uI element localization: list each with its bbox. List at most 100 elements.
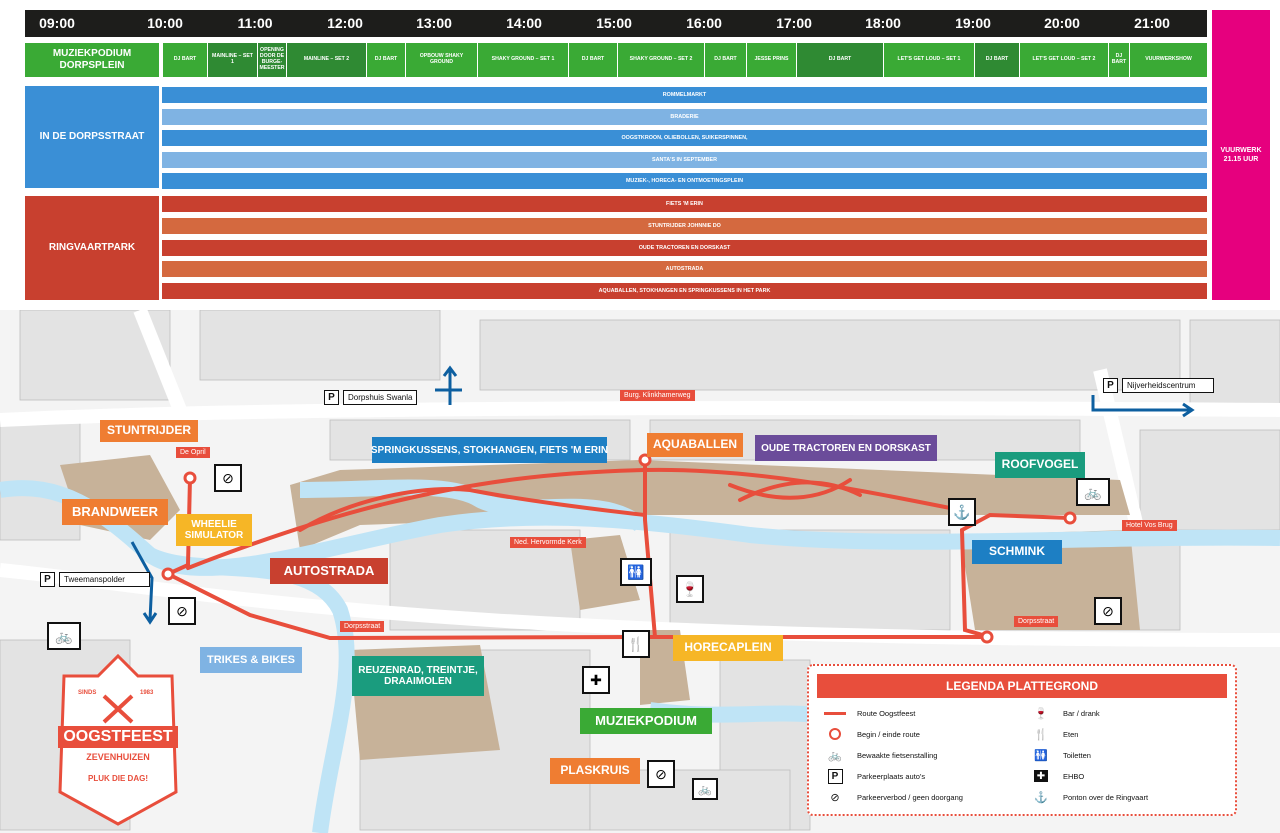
label-oude-tractoren[interactable]: OUDE TRACTOREN EN DORSKAST: [755, 435, 937, 461]
oogstfeest-logo: SINDS 1983 OOGSTFEEST ZEVENHUIZEN PLUK D…: [52, 652, 184, 828]
parking-swanla[interactable]: P Dorpshuis Swanla: [324, 390, 418, 405]
stage-slot: SHAKY GROUND – SET 1: [478, 43, 568, 77]
label-text: AUTOSTRADA: [283, 562, 375, 578]
stage-slot: JESSE PRINS: [747, 43, 796, 77]
no-parking-icon: ⊘: [830, 791, 840, 804]
label-wheelie-simulator[interactable]: WHEELIE SIMULATOR: [176, 514, 252, 546]
stage-slot: DJ BART: [975, 43, 1019, 77]
stage-slot: VUURWERKSHOW: [1130, 43, 1207, 77]
legend-title: LEGENDA PLATTEGROND: [817, 674, 1227, 698]
label-trikes-bikes[interactable]: TRIKES & BIKES: [200, 647, 302, 673]
parking-icon: P: [40, 572, 55, 587]
time-label: 11:00: [237, 15, 273, 31]
label-text: MUZIEKPODIUM: [595, 712, 697, 728]
no-parking-icon: ⊘: [168, 597, 196, 625]
legend-item-label: Bewaakte fietsenstalling: [857, 750, 938, 760]
legend-item-label: Parkeerverbod / geen doorgang: [857, 792, 963, 802]
bicycle-icon: 🚲: [828, 749, 842, 762]
parking-tweemanspolder[interactable]: P Tweemanspolder: [40, 572, 150, 587]
logo-slogan: PLUK DIE DAG!: [88, 774, 148, 783]
ringvaartpark-activity-bar: AUTOSTRADA: [162, 261, 1207, 278]
first-aid-icon: ✚: [582, 666, 610, 694]
stage-slot: DJ BART: [797, 43, 883, 77]
label-horecaplein[interactable]: HORECAPLEIN: [673, 635, 783, 661]
ringvaartpark-activity-bar: STUNTRIJDER JOHNNIE DO: [162, 217, 1207, 234]
label-brandweer[interactable]: BRANDWEER: [62, 499, 168, 525]
label-springkussens[interactable]: SPRINGKUSSENS, STOKHANGEN, FIETS 'M ERIN: [370, 437, 609, 463]
parking-label: Dorpshuis Swanla: [343, 390, 418, 405]
logo-year: 1983: [140, 690, 154, 696]
label-text: TRIKES & BIKES: [206, 653, 295, 666]
label-text: OUDE TRACTOREN EN DORSKAST: [761, 442, 931, 454]
legend-item-label: Eten: [1063, 729, 1079, 739]
fireworks-notice: VUURWERK 21.15 UUR: [1212, 10, 1270, 300]
label-muziekpodium[interactable]: MUZIEKPODIUM: [580, 708, 712, 734]
ponton-icon: ⚓: [1034, 791, 1048, 804]
dorpsstraat-activity-bar: OOGSTKROON, OLIEBOLLEN, SUIKERSPINNEN,: [162, 130, 1207, 146]
dorpsstraat-activity-bar: ROMMELMARKT: [162, 87, 1207, 103]
label-text: SPRINGKUSSENS, STOKHANGEN, FIETS 'M ERIN: [370, 444, 609, 456]
legend-item-label: Ponton over de Ringvaart: [1063, 792, 1149, 802]
dorpsstraat-activity-bar: SANTA'S IN SEPTEMBER: [162, 151, 1207, 168]
legend-item-bar: 🍷 Bar / drank: [1029, 706, 1100, 720]
legend-item-label: Route Oogstfeest: [857, 708, 916, 718]
time-label: 14:00: [506, 15, 542, 31]
tag-de-opril: De Opril: [176, 447, 210, 458]
label-text: HORECAPLEIN: [684, 640, 772, 655]
label-text: SCHMINK: [989, 544, 1045, 559]
logo-name: OOGSTFEEST: [58, 726, 178, 748]
tag-dorpsstraat-west: Dorpsstraat: [340, 621, 385, 632]
stage-slot: OPBOUW SHAKY GROUND: [406, 43, 477, 77]
tag-klinkhamerweg: Burg. Klinkhamerweg: [620, 390, 695, 401]
time-label: 09:00: [39, 15, 75, 31]
stage-slot: OPENING DOOR DE BURGE-MEESTER: [258, 43, 286, 77]
bar-drink-icon: 🍷: [1034, 707, 1048, 720]
direction-arrows: [130, 365, 1195, 625]
legend-item-label: Bar / drank: [1063, 708, 1100, 718]
bicycle-icon: 🚲: [47, 622, 81, 650]
toilet-icon: 🚻: [620, 558, 652, 586]
bar-drink-icon: 🍷: [676, 575, 704, 603]
time-label: 15:00: [596, 15, 632, 31]
label-schmink[interactable]: SCHMINK: [972, 540, 1062, 564]
time-axis-bar: [25, 10, 1207, 37]
label-text: STUNTRIJDER: [106, 423, 191, 438]
no-parking-icon: ⊘: [647, 760, 675, 788]
time-label: 16:00: [686, 15, 722, 31]
bicycle-icon: 🚲: [1076, 478, 1110, 506]
label-roofvogel[interactable]: ROOFVOGEL: [995, 452, 1085, 478]
route-markers: [161, 453, 1077, 644]
festival-map: P Dorpshuis Swanla P Nijverheidscentrum …: [0, 310, 1280, 833]
legend-item-ponton: ⚓ Ponton over de Ringvaart: [1029, 790, 1148, 804]
stage-slot: MAINLINE – SET 2: [287, 43, 366, 77]
stage-slot: LET'S GET LOUD – SET 1: [884, 43, 974, 77]
parking-nijverheidscentrum[interactable]: P Nijverheidscentrum: [1103, 378, 1215, 393]
label-autostrada[interactable]: AUTOSTRADA: [270, 558, 388, 584]
label-aquaballen[interactable]: AQUABALLEN: [647, 433, 743, 457]
label-reuzenrad[interactable]: REUZENRAD, TREINTJE, DRAAIMOLEN: [352, 656, 484, 696]
legend-item-label: Parkeerplaats auto's: [857, 771, 926, 781]
legend-item-start-end: Begin / einde route: [823, 727, 920, 741]
food-icon: 🍴: [622, 630, 650, 658]
food-icon: 🍴: [1034, 728, 1048, 741]
no-parking-icon: ⊘: [214, 464, 242, 492]
label-stuntrijder[interactable]: STUNTRIJDER: [100, 420, 198, 442]
label-plaskruis[interactable]: PLASKRUIS: [550, 758, 640, 784]
parking-icon: P: [823, 768, 847, 784]
ringvaartpark-activity-bar: FIETS 'M ERIN: [162, 196, 1207, 212]
time-label: 20:00: [1044, 15, 1080, 31]
first-aid-icon: ✚: [1029, 769, 1053, 783]
stage-slot: DJ BART: [569, 43, 617, 77]
time-label: 17:00: [776, 15, 812, 31]
label-text: ROOFVOGEL: [1001, 457, 1079, 472]
toilet-icon: 🚻: [1034, 749, 1048, 762]
legend-item-label: Begin / einde route: [857, 729, 920, 739]
fireworks-text: VUURWERK 21.15 UUR: [1220, 146, 1262, 163]
stage-slot: DJ BART: [1109, 43, 1129, 77]
row-header-label: MUZIEKPODIUM DORPSPLEIN: [52, 47, 132, 72]
label-text: BRANDWEER: [72, 503, 158, 519]
legend-item-no-parking: ⊘ Parkeerverbod / geen doorgang: [823, 790, 963, 804]
legend-item-first-aid: ✚ EHBO: [1029, 769, 1084, 783]
legend-item-car-parking: P Parkeerplaats auto's: [823, 768, 926, 784]
